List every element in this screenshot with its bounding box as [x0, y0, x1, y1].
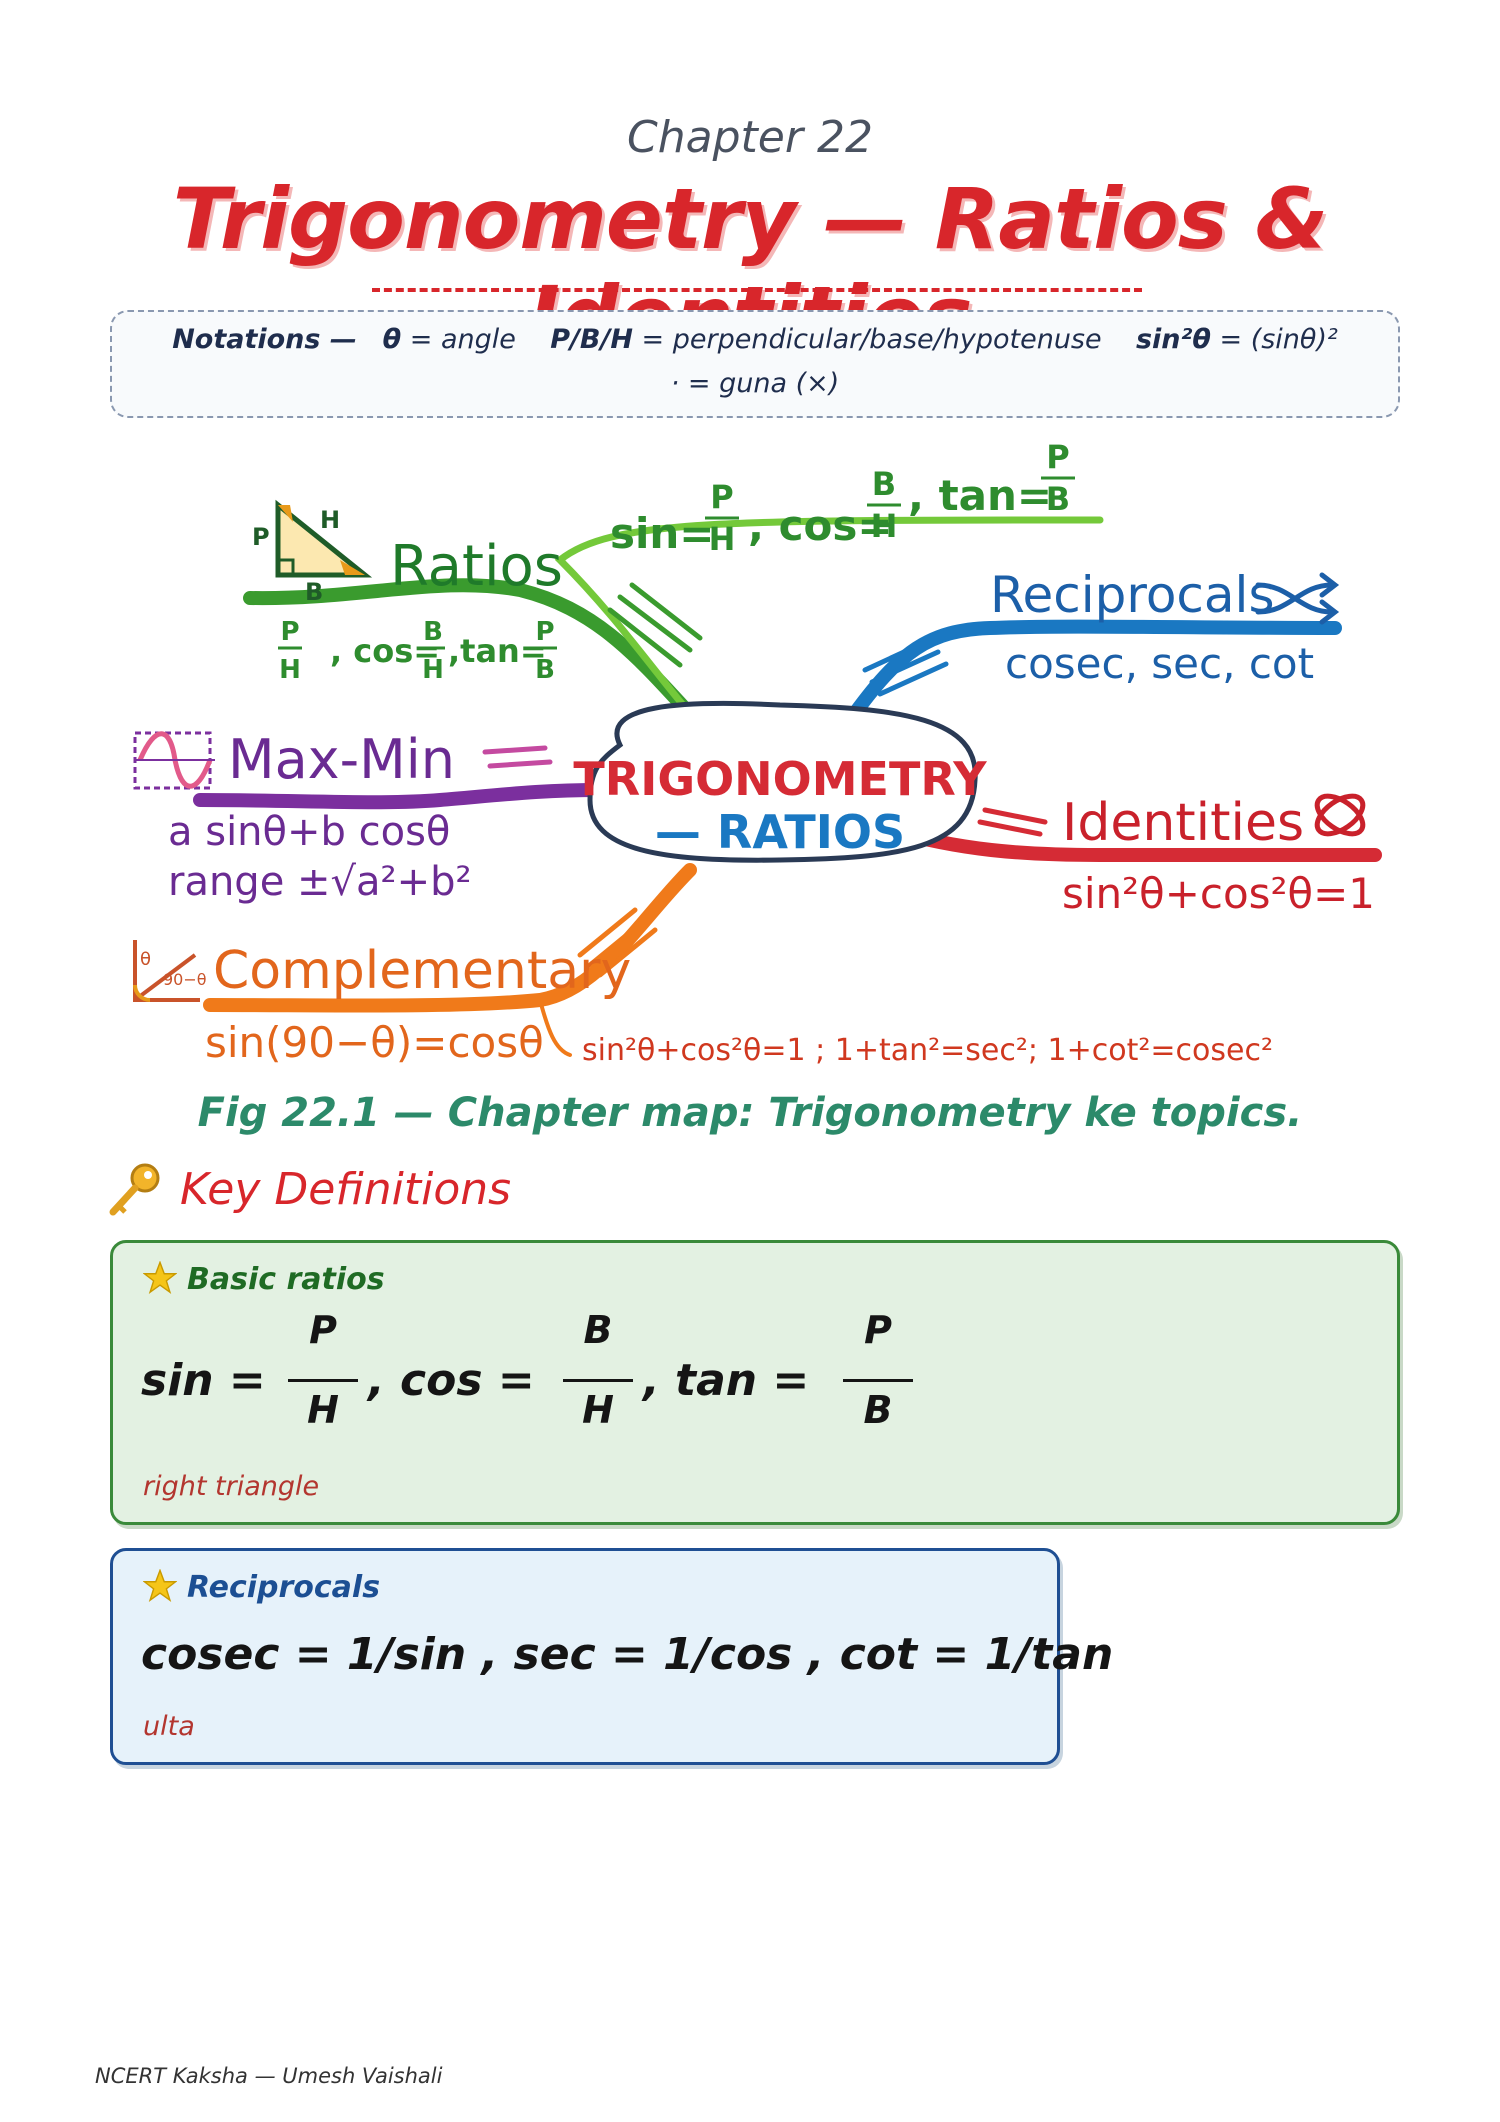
svg-text:H: H [320, 506, 340, 534]
tan-numerator: P [864, 1308, 892, 1352]
ratios-top-formula: sin= P H , cos= B H , tan= P B [610, 438, 1075, 558]
svg-text:B: B [305, 578, 323, 606]
card-note: ulta [143, 1711, 195, 1742]
notation-row-1: Notations — θ = angle P/B/H = perpendicu… [112, 324, 1398, 355]
notation-theta-def: = angle [409, 324, 516, 355]
chapter-label: Chapter 22 [627, 112, 873, 163]
svg-text:B: B [872, 465, 896, 503]
title-underline [372, 288, 1142, 292]
branch-maxmin [193, 745, 607, 810]
knot-icon [1314, 793, 1366, 837]
notation-theta: θ [382, 324, 402, 355]
tan-text: , tan = [643, 1355, 810, 1406]
svg-text:P: P [535, 617, 554, 647]
identities-formula: sin²θ+cos²θ=1 [1062, 869, 1375, 918]
card-basic-ratios: Basic ratios sin = P H , cos = B H , tan… [110, 1240, 1400, 1525]
center-line-2: — RATIOS [655, 805, 905, 859]
svg-text:, tan=: , tan= [908, 471, 1052, 520]
tan-denominator: B [863, 1388, 893, 1432]
figure-caption: Fig 22.1 — Chapter map: Trigonometry ke … [197, 1090, 1303, 1136]
maxmin-line-1: a sinθ+b cosθ [168, 809, 450, 855]
svg-text:P: P [252, 523, 270, 551]
notation-sin: sin²θ [1135, 324, 1211, 355]
shuffle-icon [1255, 572, 1340, 625]
notation-box: Notations — θ = angle P/B/H = perpendicu… [110, 310, 1400, 418]
branch-ratios [243, 516, 1104, 732]
angle-icon: θ 90−θ [133, 940, 207, 1002]
cos-denominator: H [582, 1388, 614, 1432]
svg-text:B: B [1046, 480, 1070, 518]
identities-chain: sin²θ+cos²θ=1 ; 1+tan²=sec²; 1+cot²=cose… [582, 1033, 1273, 1068]
complementary-formula: sin(90−θ)=cosθ [205, 1018, 544, 1067]
mind-map: TRIGONOMETRY — RATIOS P H B Ratios P H ,… [133, 438, 1382, 1068]
card-reciprocals: Reciprocals cosec = 1/sin , sec = 1/cos … [110, 1548, 1113, 1765]
maxmin-label: Max-Min [228, 728, 455, 791]
notation-pbh: P/B/H [550, 324, 633, 355]
card-title-row: Reciprocals [143, 1569, 380, 1605]
reciprocals-label: Reciprocals [990, 566, 1275, 624]
card-title: Reciprocals [187, 1570, 381, 1605]
center-line-1: TRIGONOMETRY [573, 752, 987, 806]
key-icon [109, 1163, 160, 1216]
reciprocals-formula: cosec, sec, cot [1005, 639, 1314, 688]
svg-text:P: P [1046, 438, 1069, 476]
svg-text:, cos=: , cos= [330, 632, 440, 670]
svg-text:H: H [422, 655, 444, 685]
center-node: TRIGONOMETRY — RATIOS [573, 700, 987, 863]
svg-text:H: H [871, 507, 898, 545]
star-icon [143, 1261, 177, 1294]
svg-text:θ: θ [140, 949, 151, 970]
cos-fraction-bar [563, 1379, 633, 1382]
tan-fraction-bar [843, 1379, 913, 1382]
card-title-row: Basic ratios [143, 1261, 385, 1297]
cos-text: , cos = [368, 1355, 535, 1406]
svg-text:90−θ: 90−θ [163, 970, 207, 989]
sin-fraction-bar [288, 1379, 358, 1382]
maxmin-line-2: range ±√a²+b² [168, 859, 472, 905]
svg-text:sin=: sin= [610, 509, 715, 558]
svg-text:,tan=: ,tan= [448, 632, 547, 670]
sin-denominator: H [307, 1388, 339, 1432]
sine-wave-icon [133, 731, 215, 790]
star-icon [143, 1569, 177, 1602]
card-title: Basic ratios [187, 1262, 385, 1297]
footer: NCERT Kaksha — Umesh Vaishali [95, 2064, 443, 2088]
sin-text: sin = [141, 1355, 266, 1406]
branch-identities [883, 807, 1382, 863]
key-definitions-title: Key Definitions [180, 1164, 512, 1215]
branch-reciprocals [843, 619, 1342, 727]
branch-complementary [203, 863, 697, 1057]
svg-text:P: P [710, 478, 733, 516]
svg-text:, cos=: , cos= [748, 501, 893, 550]
svg-text:B: B [423, 617, 443, 647]
notation-label: Notations — [172, 324, 357, 355]
svg-text:H: H [279, 655, 301, 685]
reciprocal-formula: cosec = 1/sin , sec = 1/cos , cot = 1/ta… [141, 1629, 1114, 1680]
ratios-formula: P H , cos= B H ,tan= P B [278, 617, 557, 685]
card-note: right triangle [143, 1471, 320, 1502]
ratios-label: Ratios [390, 534, 563, 599]
identities-label: Identities [1062, 793, 1304, 853]
ratios-triangle-icon: P H B [252, 499, 373, 606]
notation-dot-def: · = guna (×) [670, 368, 840, 399]
notation-sin-def: = (sinθ)² [1219, 324, 1338, 355]
complementary-label: Complementary [213, 941, 631, 1001]
cos-numerator: B [583, 1308, 613, 1352]
svg-text:B: B [535, 655, 555, 685]
notation-pbh-def: = perpendicular/base/hypotenuse [641, 324, 1102, 355]
svg-text:H: H [709, 520, 736, 558]
notation-row-2: · = guna (×) [112, 368, 1398, 399]
sin-numerator: P [309, 1308, 337, 1352]
svg-text:P: P [280, 617, 299, 647]
